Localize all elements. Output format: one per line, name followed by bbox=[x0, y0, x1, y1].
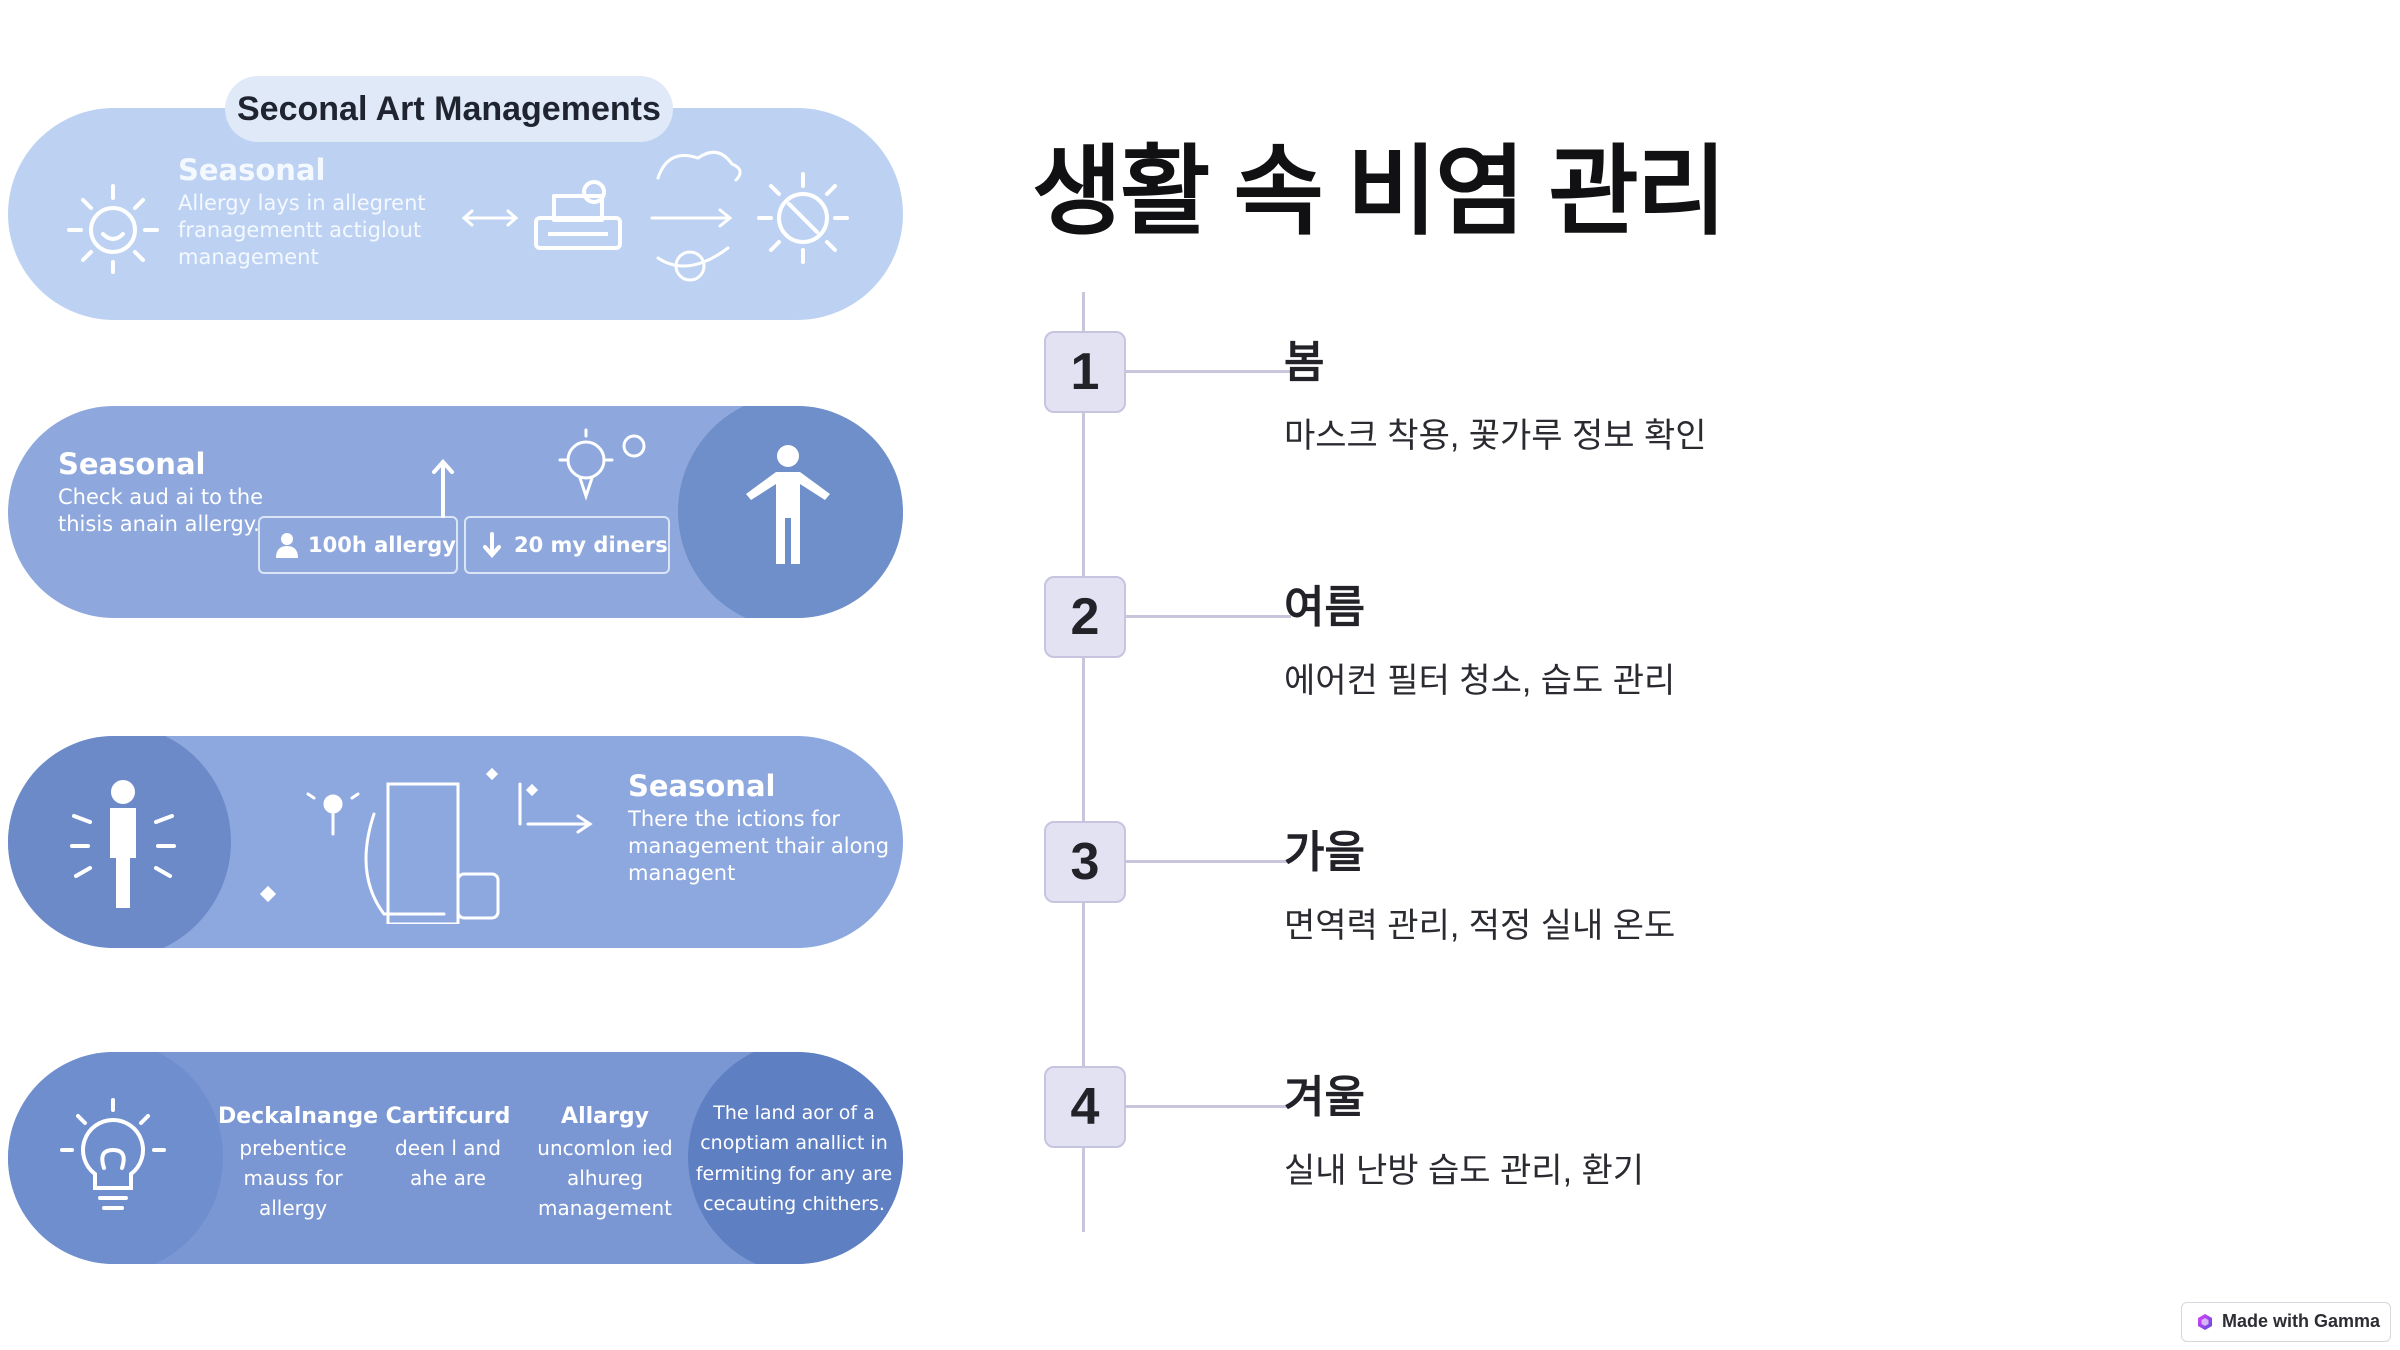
panel2-heading: Seasonal bbox=[58, 447, 206, 481]
panel4-circle-left bbox=[8, 1052, 223, 1264]
allergy-chip-label: 100h allergy bbox=[308, 533, 456, 557]
illustration-panel-3: Seasonal There the ictions for managemen… bbox=[8, 736, 903, 948]
panel1-heading: Seasonal bbox=[178, 153, 326, 187]
panel4-column-2: Cartifcurd deen l and ahe are bbox=[373, 1100, 523, 1193]
illustration: Seasonal Allergy lays in allegrent frana… bbox=[0, 0, 920, 1300]
step-connector-4 bbox=[1126, 1105, 1291, 1108]
panel4-column-1: Deckalnange prebentice mauss for allergy bbox=[218, 1100, 379, 1223]
panel4-side-line-1: The land aor of a bbox=[713, 1102, 875, 1124]
panel4-col1-heading: Deckalnange bbox=[218, 1104, 379, 1129]
panel4-col2-line-1: deen l and bbox=[395, 1136, 501, 1160]
panel4-col2-line-2: ahe are bbox=[410, 1166, 486, 1190]
panel3-heading: Seasonal bbox=[628, 769, 776, 803]
step-number-1: 1 bbox=[1044, 331, 1126, 413]
panel1-line-3: management bbox=[178, 245, 319, 270]
diners-chip: 20 my diners bbox=[464, 516, 670, 574]
step-number-3: 3 bbox=[1044, 821, 1126, 903]
panel4-col3-line-2: alhureg bbox=[567, 1166, 643, 1190]
step-season-3: 가을 bbox=[1284, 828, 1365, 877]
step-connector-3 bbox=[1126, 860, 1291, 863]
panel4-column-3: Allargy uncomlon ied alhureg management bbox=[530, 1100, 680, 1223]
panel1-line-2: franagementt actiglout bbox=[178, 217, 422, 242]
person-icon bbox=[70, 780, 176, 908]
panel3-line-2: management thair along bbox=[628, 833, 890, 858]
arrow-up-icon bbox=[432, 459, 454, 518]
illustration-panel-4: Deckalnange prebentice mauss for allergy… bbox=[8, 1052, 903, 1264]
step-season-2: 여름 bbox=[1284, 583, 1365, 632]
workflow-diagram-icon bbox=[259, 767, 593, 924]
illustration-panel-1: Seasonal Allergy lays in allegrent frana… bbox=[8, 108, 903, 320]
step-connector-2 bbox=[1126, 615, 1291, 618]
badge-label: Made with Gamma bbox=[2222, 1311, 2381, 1331]
panel2-line-1: Check aud ai to the bbox=[58, 484, 264, 509]
panel4-col2-heading: Cartifcurd bbox=[385, 1104, 511, 1129]
step-season-1: 봄 bbox=[1284, 338, 1325, 387]
diners-chip-label: 20 my diners bbox=[514, 533, 668, 557]
made-with-gamma-badge[interactable]: Made with Gamma bbox=[2181, 1302, 2391, 1342]
panel4-col1-line-1: prebentice bbox=[239, 1136, 347, 1160]
printer-icon bbox=[534, 180, 622, 250]
panel4-side-line-3: fermiting for any are bbox=[695, 1162, 893, 1185]
illustration-panel-2: Seasonal Check aud ai to the thisis anai… bbox=[8, 406, 903, 618]
step-connector-1 bbox=[1126, 370, 1291, 373]
panel4-side-line-4: cecauting chithers. bbox=[703, 1193, 885, 1216]
panel4-col1-line-3: allergy bbox=[258, 1196, 328, 1220]
user-icon bbox=[276, 533, 298, 558]
person-icon bbox=[746, 445, 830, 564]
panel4-side-text: The land aor of a cnoptiam anallict in f… bbox=[694, 1098, 894, 1220]
sun-icon bbox=[67, 184, 159, 274]
double-arrow-icon bbox=[461, 209, 519, 227]
lightbulb-icon bbox=[558, 428, 646, 501]
cloud-icon bbox=[650, 150, 742, 282]
panel4-side-line-2: cnoptiam anallict in bbox=[700, 1132, 888, 1155]
panel4-col3-line-3: management bbox=[538, 1196, 672, 1220]
page-title: 생활 속 비염 관리 bbox=[1032, 136, 1727, 246]
panel1-line-1: Allergy lays in allegrent bbox=[178, 190, 426, 215]
step-number-4: 4 bbox=[1044, 1066, 1126, 1148]
panel3-line-1: There the ictions for bbox=[628, 806, 841, 831]
panel4-circle-right bbox=[688, 1052, 903, 1264]
panel3-line-3: managent bbox=[628, 861, 736, 886]
step-description-4: 실내 난방 습도 관리, 환기 bbox=[1284, 1152, 1645, 1190]
allergy-chip: 100h allergy bbox=[258, 516, 458, 574]
panel4-col3-heading: Allargy bbox=[561, 1104, 649, 1129]
step-description-3: 면역력 관리, 적정 실내 온도 bbox=[1284, 907, 1676, 945]
arrow-down-icon bbox=[483, 532, 501, 558]
step-description-2: 에어컨 필터 청소, 습도 관리 bbox=[1284, 662, 1676, 700]
panel4-col1-line-2: mauss for bbox=[243, 1166, 343, 1190]
gamma-logo-icon bbox=[2198, 1314, 2212, 1330]
lightbulb-icon bbox=[60, 1098, 166, 1210]
step-number-2: 2 bbox=[1044, 576, 1126, 658]
step-description-1: 마스크 착용, 꽃가루 정보 확인 bbox=[1284, 417, 1707, 455]
panel2-line-2: thisis anain allergy. bbox=[58, 511, 260, 536]
timeline-line bbox=[1082, 292, 1085, 1232]
compass-icon bbox=[757, 172, 849, 264]
illustration-title: Seconal Art Managements bbox=[225, 76, 673, 142]
step-season-4: 겨울 bbox=[1284, 1073, 1365, 1122]
panel4-col3-line-1: uncomlon ied bbox=[537, 1136, 673, 1160]
